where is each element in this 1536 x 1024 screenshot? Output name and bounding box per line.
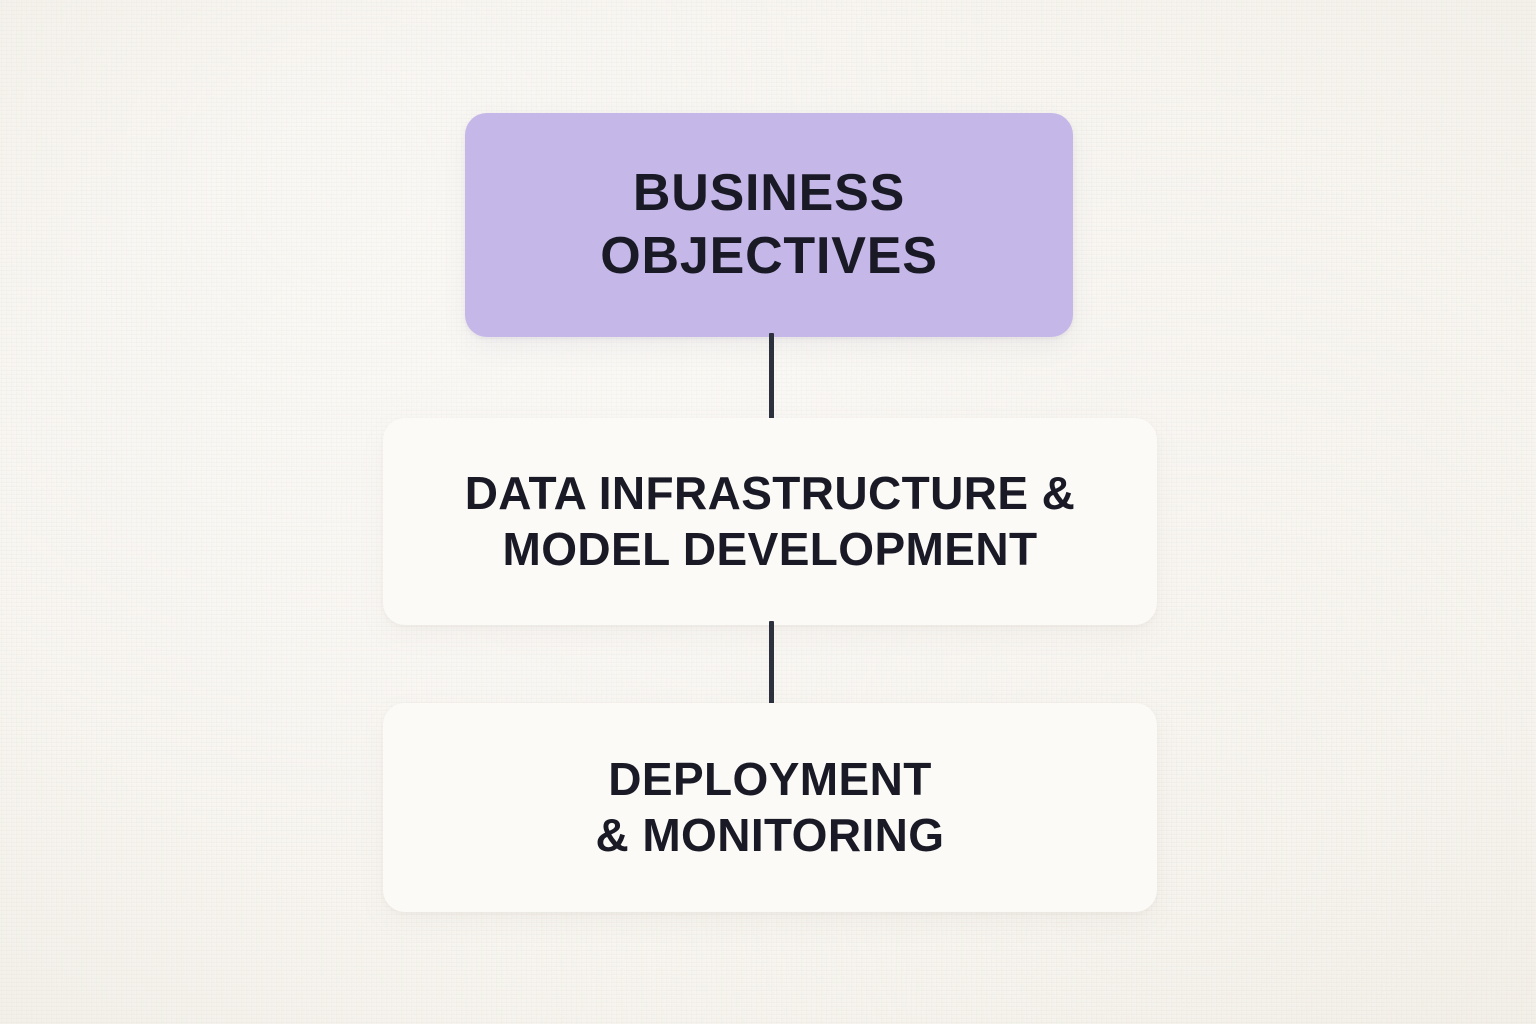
node-data-infrastructure-model-development[interactable]: DATA INFRASTRUCTURE & MODEL DEVELOPMENT	[383, 418, 1157, 625]
connector-data-to-deployment	[769, 621, 774, 707]
connector-objectives-to-data	[769, 333, 774, 423]
node-business-objectives-label: BUSINESS OBJECTIVES	[600, 163, 938, 285]
node-business-objectives[interactable]: BUSINESS OBJECTIVES	[465, 113, 1073, 337]
node-data-infrastructure-model-development-label: DATA INFRASTRUCTURE & MODEL DEVELOPMENT	[464, 467, 1076, 575]
node-deployment-monitoring[interactable]: DEPLOYMENT & MONITORING	[383, 703, 1157, 912]
node-deployment-monitoring-label: DEPLOYMENT & MONITORING	[595, 753, 945, 861]
